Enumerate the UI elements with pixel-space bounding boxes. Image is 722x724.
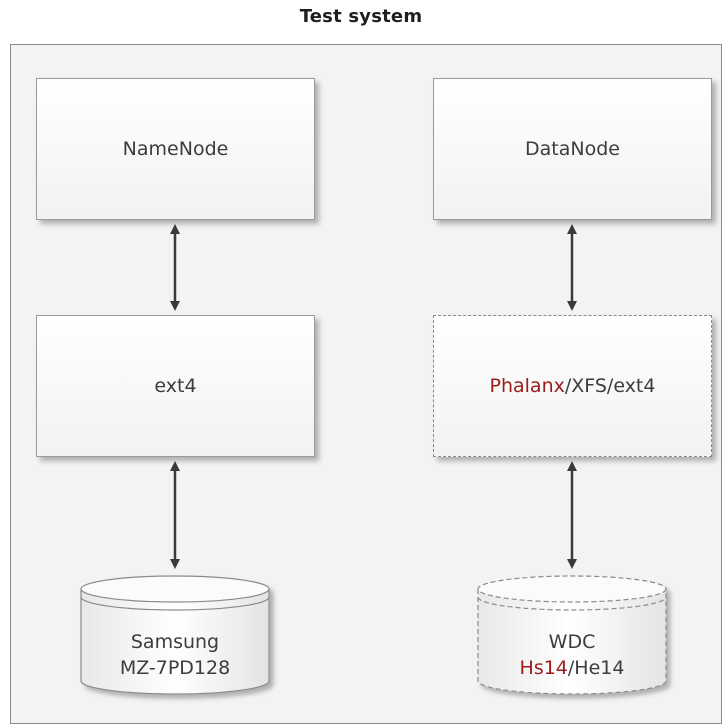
- filesystem-label: Phalanx/XFS/ext4: [490, 375, 656, 397]
- samsung-disk-label: Samsung MZ-7PD128: [81, 629, 269, 681]
- ext4-box: ext4: [36, 315, 315, 457]
- namenode-box: NameNode: [36, 78, 315, 220]
- ext4-label: ext4: [154, 375, 197, 397]
- samsung-model: MZ-7PD128: [119, 657, 231, 679]
- filesystem-box: Phalanx/XFS/ext4: [433, 315, 712, 457]
- samsung-brand: Samsung: [130, 631, 220, 653]
- datanode-label: DataNode: [525, 138, 620, 160]
- datanode-box: DataNode: [433, 78, 712, 220]
- namenode-label: NameNode: [122, 138, 229, 160]
- wdc-disk-icon: [477, 575, 667, 695]
- he14-rest: /He14: [567, 657, 625, 679]
- wdc-brand: WDC: [548, 631, 596, 653]
- filesystem-rest: /XFS/ext4: [564, 375, 656, 397]
- phalanx-highlight: Phalanx: [489, 375, 565, 397]
- samsung-disk-icon: [80, 575, 270, 695]
- wdc-model: Hs14/He14: [478, 655, 666, 681]
- hs14-highlight: Hs14: [519, 657, 568, 679]
- diagram-title: Test system: [299, 6, 423, 27]
- wdc-disk-label: WDC Hs14/He14: [478, 629, 666, 681]
